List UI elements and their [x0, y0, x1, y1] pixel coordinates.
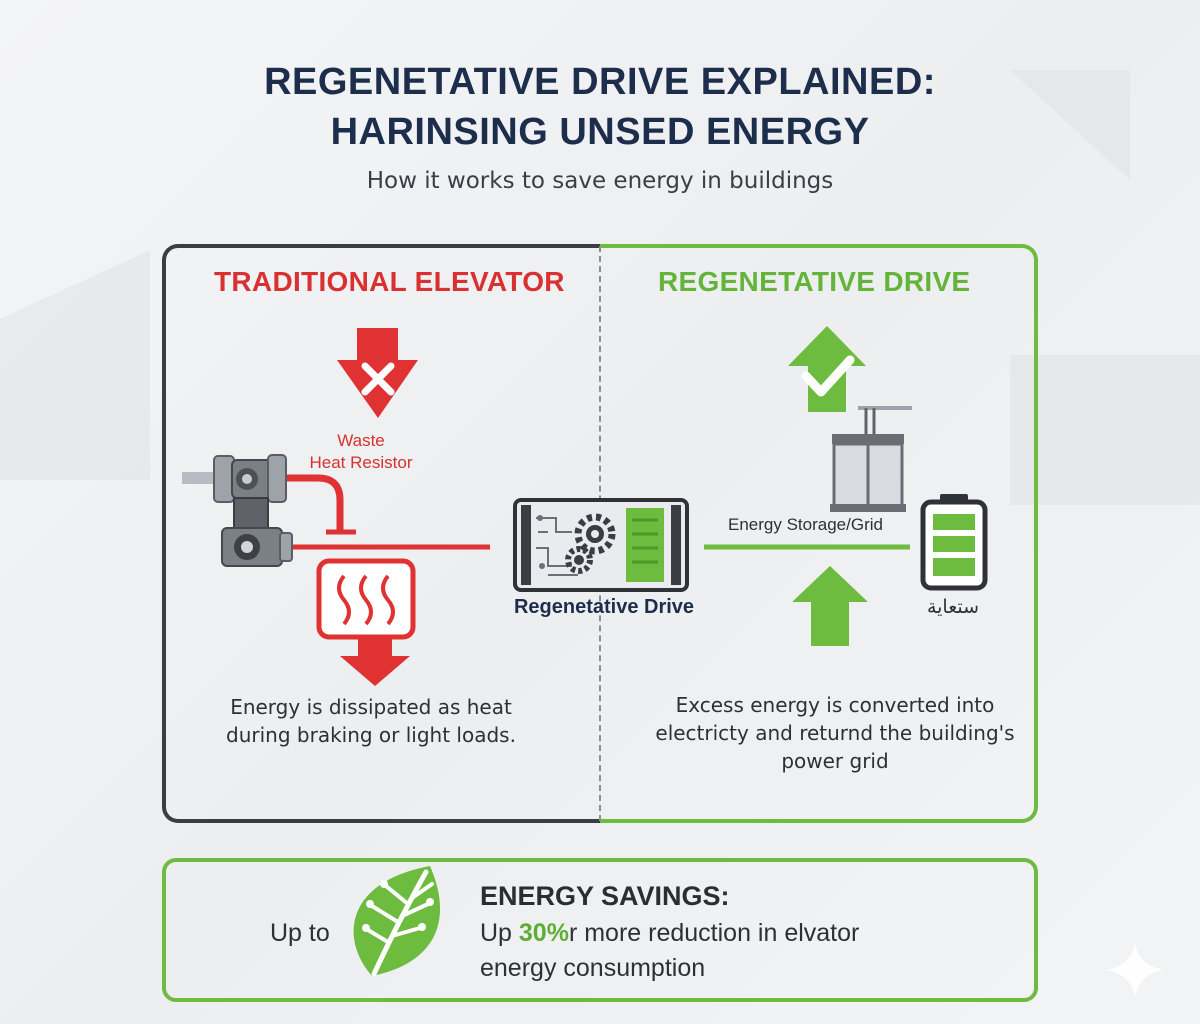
- savings-line-1-start: Up: [480, 919, 519, 947]
- savings-line-1-end: r more reduction in elvator: [568, 919, 860, 947]
- savings-box: [162, 858, 1038, 1002]
- traditional-description: Energy is dissipated as heat during brak…: [176, 693, 566, 749]
- savings-line-2: energy consumption: [480, 954, 706, 982]
- savings-heading: ENERGY SAVINGS:: [480, 881, 730, 911]
- waste-heat-label: Waste Heat Resistor: [296, 430, 426, 474]
- sparkle-icon: [1106, 944, 1164, 996]
- red-down-arrow-x-icon: [337, 328, 418, 418]
- traditional-desc-line-2: during braking or light loads.: [226, 723, 516, 747]
- leaf-icon: [353, 866, 441, 977]
- regenerative-panel: [600, 244, 1038, 823]
- storage-label: Energy Storage/Grid: [728, 515, 883, 534]
- battery-label: ستعاية: [926, 596, 980, 618]
- circuit-board-icon: [513, 498, 689, 592]
- page-title: REGENETATIVE DRIVE EXPLAINED: HARINSING …: [0, 58, 1200, 156]
- battery-icon: [920, 494, 988, 591]
- red-down-arrow-icon: [340, 637, 410, 686]
- background-shape: [1010, 355, 1200, 505]
- green-up-arrow-check-icon: [788, 326, 866, 412]
- traditional-desc-line-1: Energy is dissipated as heat: [230, 695, 512, 719]
- green-up-arrow-icon: [792, 566, 868, 646]
- title-line-2: HARINSING UNSED ENERGY: [330, 111, 870, 153]
- traditional-panel: [162, 244, 602, 823]
- savings-percentage: 30%: [518, 919, 569, 947]
- title-line-1: REGENETATIVE DRIVE EXPLAINED:: [264, 61, 936, 103]
- savings-prefix: Up to: [270, 919, 330, 947]
- traditional-heading: TRADITIONAL ELEVATOR: [214, 266, 565, 297]
- savings-line-1: Up 30%r more reduction in elvator: [480, 919, 859, 948]
- elevator-cabin-icon: [830, 406, 912, 512]
- regenerative-heading: REGENETATIVE DRIVE: [658, 266, 971, 297]
- waste-label-line-2: Heat Resistor: [309, 453, 413, 472]
- regenerative-desc-line-3: power grid: [781, 749, 889, 773]
- page-subtitle: How it works to save energy in buildings: [366, 168, 834, 194]
- regenerative-desc-line-2: electricty and returnd the building's: [655, 721, 1015, 745]
- waste-label-line-1: Waste: [337, 431, 385, 450]
- heater-icon: [316, 558, 416, 640]
- regenerative-description: Excess energy is converted into electric…: [620, 691, 1050, 775]
- motor-icon: [213, 454, 293, 567]
- drive-label: Regenetative Drive: [513, 596, 695, 618]
- regenerative-desc-line-1: Excess energy is converted into: [675, 693, 995, 717]
